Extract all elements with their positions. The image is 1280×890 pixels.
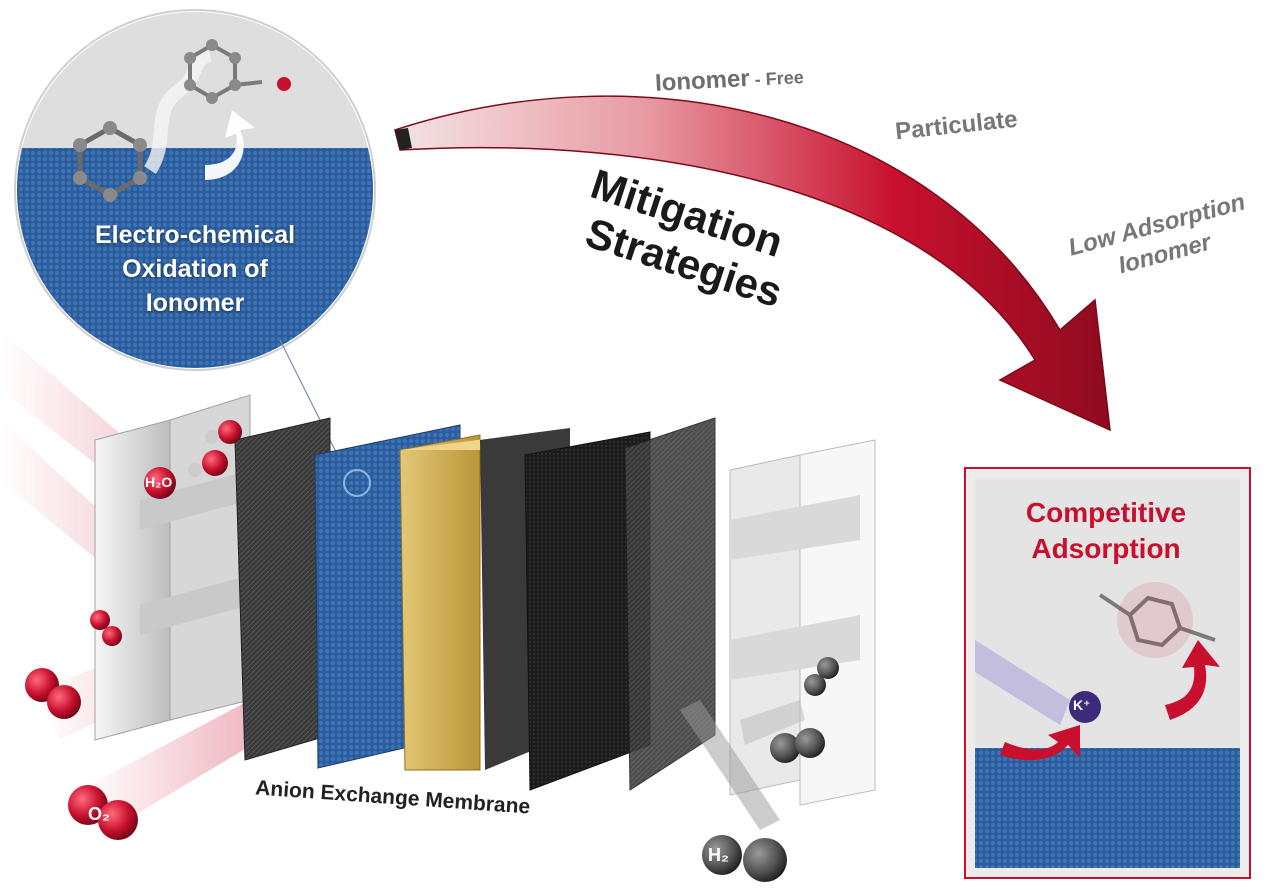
competitive-title-line-2: Adsorption: [1031, 533, 1181, 564]
inset-title-line-1: Electro-chemical: [94, 221, 296, 249]
hydrogen-molecules: [702, 657, 839, 882]
water-molecules: [144, 420, 242, 499]
cathode-flow-plate: [94, 394, 251, 741]
option-ionomer-text: Ionomer: [654, 64, 751, 97]
potassium-ion-label: K⁺: [1073, 697, 1091, 713]
mitigation-arrow: [394, 95, 1111, 432]
water-label: H₂O: [145, 474, 173, 490]
oxygen-label: O₂: [88, 804, 110, 824]
aromatic-molecule: [1098, 593, 1216, 648]
competitive-adsorption-panel: [964, 467, 1251, 879]
competitive-title-line-1: Competitive: [1025, 497, 1187, 528]
inset-title-line-2: Oxidation of: [122, 255, 268, 283]
option-free-text: - Free: [749, 67, 805, 90]
oxygen-molecules: [25, 610, 138, 840]
inset-title-line-3: Ionomer: [145, 289, 245, 317]
hydrogen-label: H₂: [708, 845, 729, 865]
competitive-adsorption-title: Competitive Adsorption: [975, 495, 1237, 567]
hydrogen-streaks: [680, 700, 805, 830]
inset-title: Electro-chemical Oxidation of Ionomer: [40, 218, 350, 320]
oxidation-inset: [14, 9, 376, 371]
